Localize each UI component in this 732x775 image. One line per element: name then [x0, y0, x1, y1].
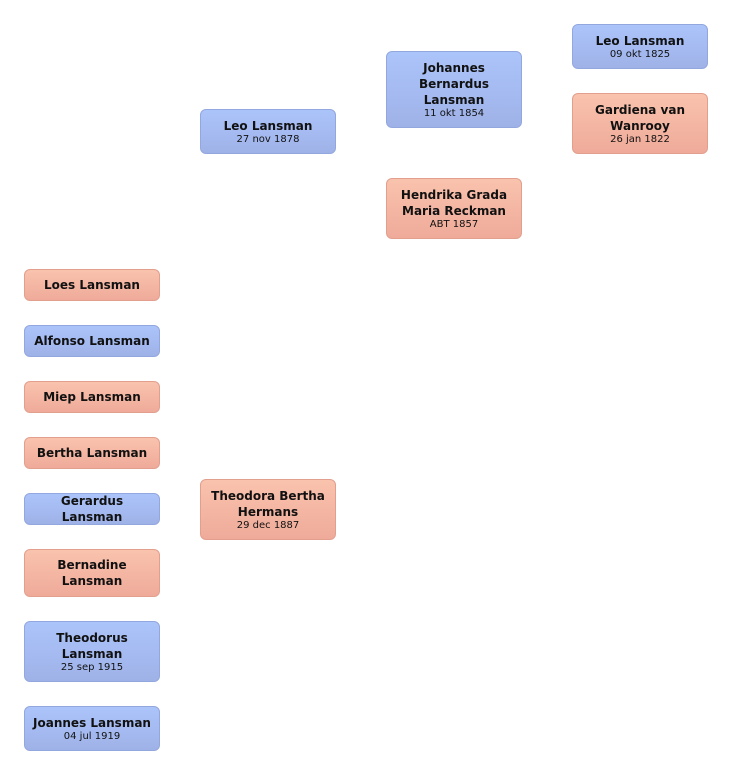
person-date: 29 dec 1887 — [236, 519, 300, 531]
child-name: Bertha Lansman — [36, 446, 148, 460]
person-card-theodora-bertha-hermans[interactable]: Theodora Bertha Hermans 29 dec 1887 — [200, 479, 336, 540]
child-card-loes-lansman[interactable]: Loes Lansman — [24, 269, 160, 301]
child-name: Joannes Lansman — [33, 715, 151, 730]
child-date: 04 jul 1919 — [63, 730, 121, 742]
child-card-alfonso-lansman[interactable]: Alfonso Lansman — [24, 325, 160, 357]
person-card-leo-lansman-1825[interactable]: Leo Lansman 09 okt 1825 — [572, 24, 708, 69]
person-name: Leo Lansman — [595, 33, 685, 48]
person-name: Johannes Bernardus Lansman — [418, 60, 490, 107]
child-card-bertha-lansman[interactable]: Bertha Lansman — [24, 437, 160, 469]
person-card-leo-lansman-1878[interactable]: Leo Lansman 27 nov 1878 — [200, 109, 336, 154]
person-card-gardiena-van-wanrooy[interactable]: Gardiena van Wanrooy 26 jan 1822 — [572, 93, 708, 154]
person-name: Hendrika Grada Maria Reckman — [400, 187, 508, 218]
person-date: 09 okt 1825 — [609, 48, 671, 60]
child-card-miep-lansman[interactable]: Miep Lansman — [24, 381, 160, 413]
person-date: ABT 1857 — [429, 218, 479, 230]
child-name: Loes Lansman — [44, 278, 140, 292]
child-card-joannes-lansman[interactable]: Joannes Lansman 04 jul 1919 — [24, 706, 160, 751]
person-date: 11 okt 1854 — [423, 107, 485, 119]
person-date: 26 jan 1822 — [610, 133, 670, 145]
person-card-hendrika-grada-maria-reckman[interactable]: Hendrika Grada Maria Reckman ABT 1857 — [386, 178, 522, 239]
person-card-johannes-bernardus-lansman[interactable]: Johannes Bernardus Lansman 11 okt 1854 — [386, 51, 522, 128]
child-card-gerardus-lansman[interactable]: Gerardus Lansman — [24, 493, 160, 525]
child-name: Gerardus Lansman — [60, 494, 124, 524]
child-card-bernadine-lansman[interactable]: Bernadine Lansman — [24, 549, 160, 597]
child-card-theodorus-lansman[interactable]: Theodorus Lansman 25 sep 1915 — [24, 621, 160, 682]
child-date: 25 sep 1915 — [60, 661, 124, 673]
child-name: Theodorus Lansman — [56, 630, 128, 661]
person-name: Gardiena van Wanrooy — [595, 102, 685, 133]
person-date: 27 nov 1878 — [236, 133, 300, 145]
child-name: Miep Lansman — [43, 390, 141, 404]
child-name: Bernadine Lansman — [57, 558, 127, 588]
person-name: Leo Lansman — [223, 118, 313, 133]
child-name: Alfonso Lansman — [34, 334, 150, 348]
person-name: Theodora Bertha Hermans — [211, 488, 325, 519]
